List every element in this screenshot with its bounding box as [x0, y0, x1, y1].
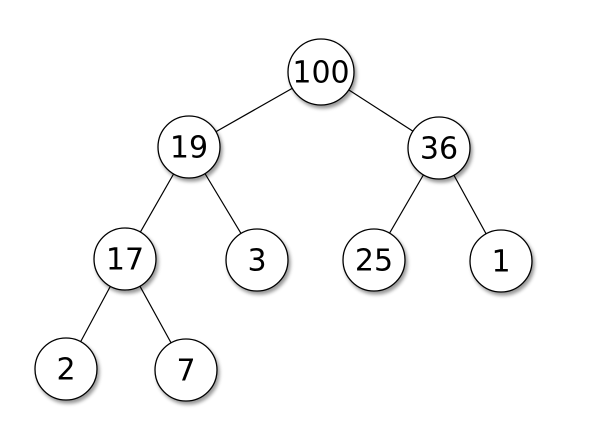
tree-node-label: 19	[170, 131, 208, 166]
tree-node-circle	[342, 228, 406, 292]
tree-node-25: 25	[342, 228, 406, 292]
tree-node-circle	[154, 338, 218, 402]
tree-node-3: 3	[225, 228, 289, 292]
tree-node-circle	[469, 229, 533, 293]
tree-node-1: 1	[469, 229, 533, 293]
tree-node-circle	[287, 38, 355, 106]
tree-node-label: 7	[176, 354, 195, 389]
tree-node-circle	[93, 227, 157, 291]
tree-node-label: 2	[56, 353, 75, 388]
tree-node-label: 1	[491, 245, 510, 280]
tree-node-label: 25	[355, 244, 393, 279]
tree-node-label: 3	[247, 244, 266, 279]
tree-node-100: 100	[287, 38, 355, 106]
tree-node-circle	[225, 228, 289, 292]
tree-node-label: 17	[106, 243, 144, 278]
tree-node-label: 36	[420, 132, 458, 167]
nodes-layer: 100 19 36 17 3 25 1 2 7	[34, 38, 533, 402]
tree-node-36: 36	[407, 116, 471, 180]
tree-node-label: 100	[292, 56, 349, 91]
tree-node-circle	[34, 337, 98, 401]
tree-node-7: 7	[154, 338, 218, 402]
tree-node-circle	[407, 116, 471, 180]
tree-node-2: 2	[34, 337, 98, 401]
tree-node-circle	[157, 115, 221, 179]
tree-node-17: 17	[93, 227, 157, 291]
tree-node-19: 19	[157, 115, 221, 179]
